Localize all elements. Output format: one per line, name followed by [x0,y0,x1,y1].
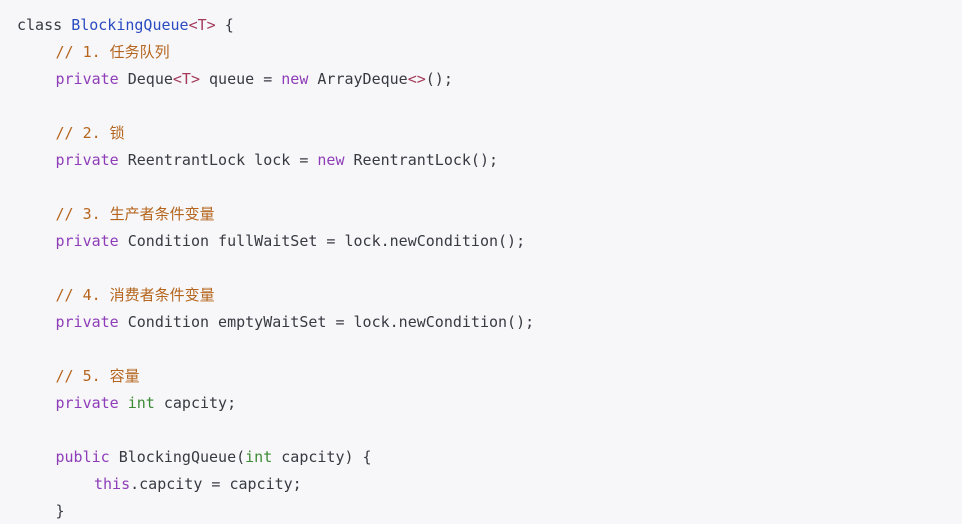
ctor-name: ArrayDeque [308,70,408,88]
keyword-private: private [55,151,119,169]
comment-text: // 4. 消费者条件变量 [55,286,215,304]
comment-consumer-condition: // 4. 消费者条件变量 [17,282,962,309]
field-decl: Condition fullWaitSet = lock.newConditio… [118,232,526,250]
field-decl: Condition emptyWaitSet = lock.newConditi… [118,313,535,331]
code-line-queue-field: private Deque<T> queue = new ArrayDeque<… [17,66,962,93]
keyword-public: public [55,448,110,466]
code-line-capacity-field: private int capcity; [17,390,962,417]
type-int: int [245,448,273,466]
comment-text: // 5. 容量 [55,367,140,385]
blank-line [17,174,962,201]
type-deque: Deque [118,70,173,88]
blank-line [17,417,962,444]
ctor-signature: BlockingQueue( [109,448,246,466]
keyword-private: private [55,394,119,412]
code-line-constructor: public BlockingQueue(int capcity) { [17,444,962,471]
ctor-call-end: (); [425,70,453,88]
generic-param: <T> [172,70,200,88]
ctor-call: ReentrantLock(); [344,151,499,169]
code-line-empty-wait-set: private Condition emptyWaitSet = lock.ne… [17,309,962,336]
keyword-private: private [55,70,119,88]
code-line-class-decl: class BlockingQueue<T> { [17,12,962,39]
code-line-assign-capacity: this.capcity = capcity; [17,471,962,498]
blank-line [17,255,962,282]
keyword-class: class [17,16,63,34]
brace-close: } [55,502,65,520]
generic-param: <T> [188,16,216,34]
field-name: capcity; [154,394,237,412]
keyword-new: new [281,70,309,88]
keyword-private: private [55,313,119,331]
field-assign: ReentrantLock lock = [118,151,318,169]
type-int: int [118,394,155,412]
comment-text: // 2. 锁 [55,124,125,142]
diamond-operator: <> [407,70,426,88]
code-line-lock-field: private ReentrantLock lock = new Reentra… [17,147,962,174]
class-name: BlockingQueue [71,16,189,34]
blank-line [17,336,962,363]
assignment: .capcity = capcity; [130,475,302,493]
comment-task-queue: // 1. 任务队列 [17,39,962,66]
keyword-private: private [55,232,119,250]
keyword-new: new [317,151,345,169]
code-line-brace-close: } [17,498,962,524]
comment-text: // 1. 任务队列 [55,43,170,61]
field-assign: queue = [200,70,282,88]
brace-open: { [215,16,234,34]
keyword-this: this [94,475,131,493]
ctor-param: capcity) { [272,448,372,466]
comment-text: // 3. 生产者条件变量 [55,205,215,223]
comment-capacity: // 5. 容量 [17,363,962,390]
comment-producer-condition: // 3. 生产者条件变量 [17,201,962,228]
comment-lock: // 2. 锁 [17,120,962,147]
code-line-full-wait-set: private Condition fullWaitSet = lock.new… [17,228,962,255]
blank-line [17,93,962,120]
